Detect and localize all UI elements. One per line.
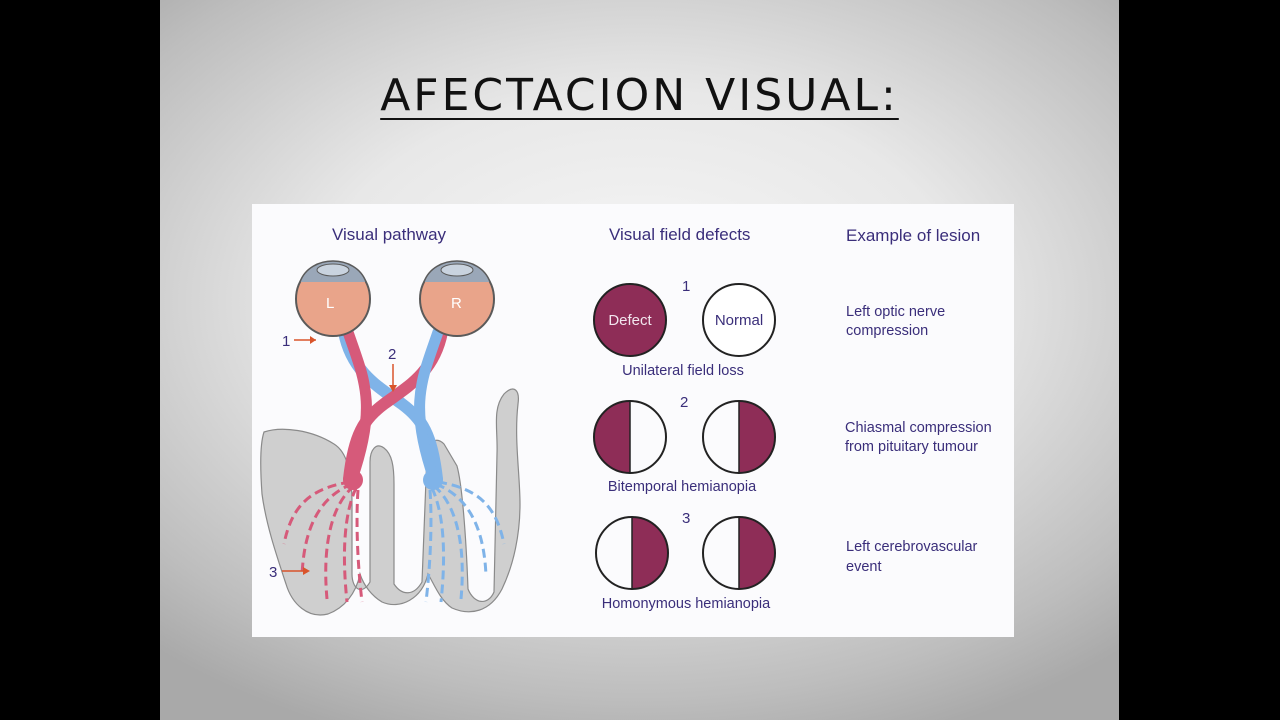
- right-lateral-geniculate: [423, 470, 443, 490]
- pathway-marker-1: 1: [282, 333, 290, 350]
- row-1-caption: Unilateral field loss: [622, 363, 744, 379]
- slide-title: AFECTACION VISUAL:: [380, 70, 899, 121]
- visual-pathway-figure: Visual pathway Visual field defects Exam…: [252, 204, 1014, 637]
- row-3-right-field: [702, 516, 776, 590]
- row-2-caption: Bitemporal hemianopia: [608, 479, 757, 495]
- row-1-right-field-normal: [702, 283, 776, 357]
- figure-drawing: Visual pathway Visual field defects Exam…: [260, 225, 992, 616]
- row-1-right-field-label: Normal: [715, 312, 763, 329]
- header-visual-field-defects: Visual field defects: [609, 225, 750, 244]
- left-eye-label: L: [326, 295, 334, 312]
- row-1-lesion-line-2: compression: [846, 323, 928, 339]
- pathway-marker-2: 2: [388, 346, 396, 363]
- left-optic-radiation: [282, 480, 364, 603]
- row-3-caption: Homonymous hemianopia: [602, 596, 771, 612]
- row-1-lesion-line-1: Left optic nerve: [846, 304, 945, 320]
- left-eye: L: [295, 260, 371, 337]
- row-2-lesion-line-2: from pituitary tumour: [845, 439, 978, 455]
- row-3-number: 3: [682, 510, 690, 527]
- pathway-marker-3: 3: [269, 564, 277, 581]
- row-1-left-field-label: Defect: [608, 312, 652, 329]
- optic-nerves: [338, 326, 448, 485]
- header-visual-pathway: Visual pathway: [332, 225, 447, 244]
- row-1-left-field-defect: [593, 283, 667, 357]
- header-example-of-lesion: Example of lesion: [846, 226, 980, 245]
- row-2-lesion-line-1: Chiasmal compression: [845, 420, 992, 436]
- arrow-2-head-icon: [389, 385, 397, 392]
- left-lateral-geniculate: [343, 470, 363, 490]
- row-3-left-field: [595, 516, 669, 590]
- arrow-3-head-icon: [303, 567, 310, 575]
- row-2-right-field: [702, 400, 776, 474]
- row-3-lesion-line-2: event: [846, 559, 881, 575]
- row-2-number: 2: [680, 394, 688, 411]
- arrow-1-head-icon: [310, 336, 316, 344]
- row-1-number: 1: [682, 278, 690, 295]
- right-eye: R: [419, 260, 495, 337]
- slide: AFECTACION VISUAL: Visual pathway Visual…: [160, 0, 1119, 720]
- brain-outline: [260, 388, 521, 616]
- right-eye-label: R: [451, 295, 462, 312]
- row-2-left-field: [593, 400, 667, 474]
- row-3-lesion-line-1: Left cerebrovascular: [846, 539, 978, 555]
- right-optic-radiation: [424, 480, 506, 603]
